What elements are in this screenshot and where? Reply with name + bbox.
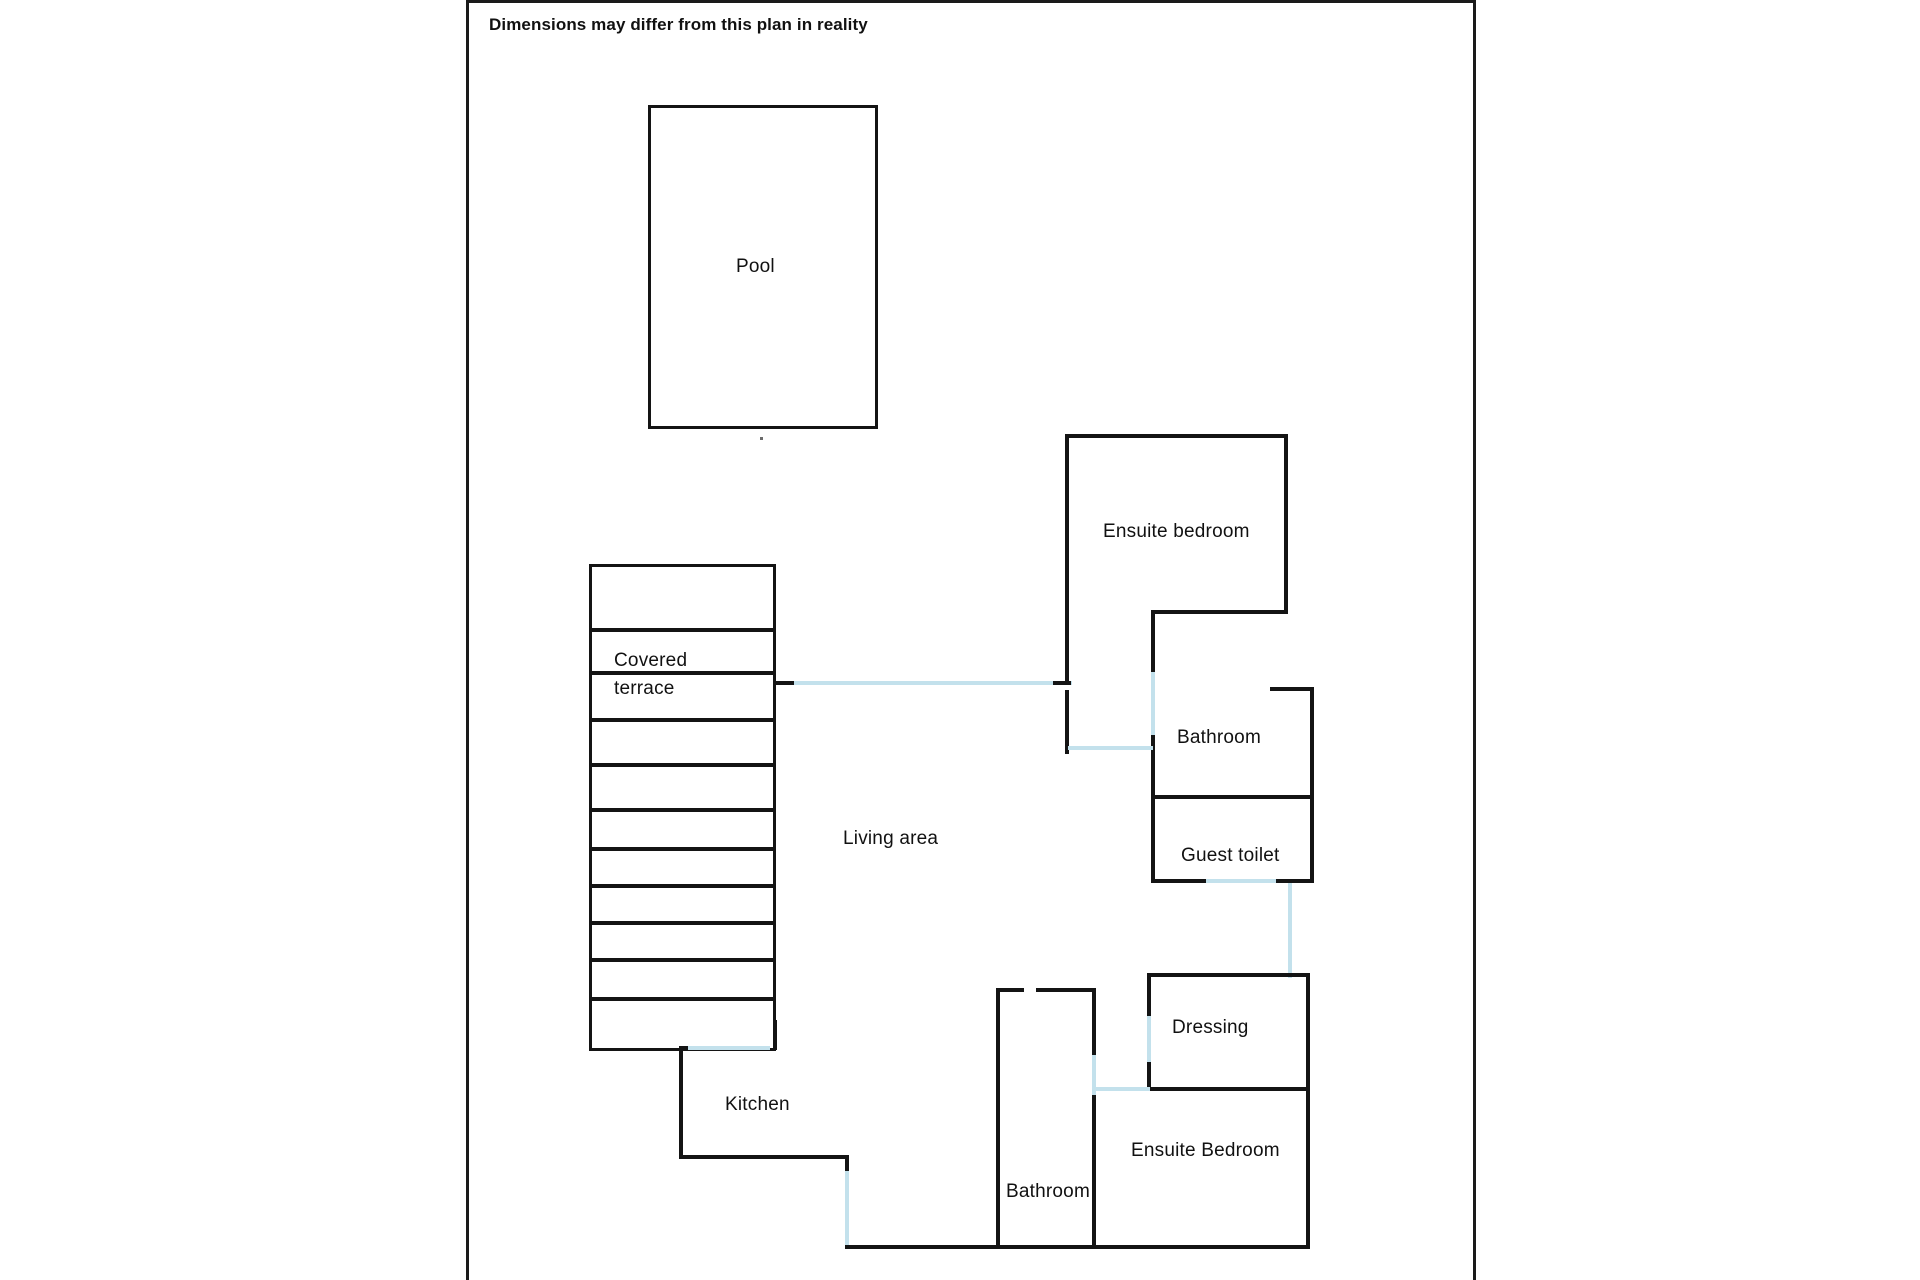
bathroom-bottom-wall-right-a <box>1092 988 1096 1058</box>
guest-toilet-label: Guest toilet <box>1181 845 1280 866</box>
terrace-divider-1 <box>589 628 776 632</box>
outer-wall-bottom-left <box>845 1245 1000 1249</box>
dressing-wall-left-b <box>1147 1060 1151 1090</box>
covered-terrace-room <box>589 564 776 1051</box>
ensuite-bedroom-top-wall-top <box>1065 434 1287 438</box>
guest-toilet-wall-bottom-right <box>1275 879 1314 883</box>
ensuite-bedroom-bottom-wall-right <box>1306 1087 1310 1248</box>
ensuite-bedroom-top-wall-left <box>1065 434 1069 682</box>
guest-toilet-wall-top <box>1151 795 1314 799</box>
terrace-door-jamb-left <box>776 681 794 685</box>
door-corridor-guest-to-dressing <box>1288 883 1292 978</box>
ensuite-bedroom-top-wall-right <box>1284 434 1288 614</box>
door-dressing-left <box>1147 1016 1151 1062</box>
ensuite-bedroom-bottom-wall-bottom <box>1092 1245 1310 1249</box>
dressing-wall-left-a <box>1147 973 1151 1019</box>
stray-mark-pool <box>760 437 763 440</box>
door-bathroom-bottom-corridor <box>1092 1087 1150 1091</box>
door-bathroom-top-side <box>1151 672 1155 735</box>
bathroom-top-label: Bathroom <box>1177 727 1261 748</box>
kitchen-wall-left <box>679 1046 683 1159</box>
guest-toilet-wall-left <box>1151 795 1155 883</box>
door-terrace-to-kitchen <box>688 1046 770 1050</box>
outer-wall-bottom-right <box>1060 1245 1100 1249</box>
door-living-to-bathroom-top <box>1068 746 1153 750</box>
door-kitchen-to-outside <box>845 1171 849 1245</box>
bathroom-top-wall-left-a <box>1151 610 1155 674</box>
dressing-wall-top <box>1147 973 1310 977</box>
ensuite-bedroom-top-wall-left-lower <box>1065 690 1069 754</box>
door-guest-toilet-bottom <box>1206 879 1276 883</box>
door-living-to-ensuite-top <box>790 681 1072 685</box>
terrace-divider-4 <box>589 763 776 767</box>
guest-toilet-wall-right <box>1310 795 1314 883</box>
bathroom-bottom-wall-bottom <box>996 1245 1096 1249</box>
dressing-label: Dressing <box>1172 1017 1249 1038</box>
terrace-divider-3 <box>589 718 776 722</box>
terrace-divider-2 <box>589 671 776 675</box>
covered-terrace-label-line1: Covered <box>614 650 688 671</box>
kitchen-wall-right-stub <box>773 1020 777 1050</box>
terrace-divider-7 <box>589 884 776 888</box>
kitchen-jog-wall-right <box>845 1155 849 1171</box>
terrace-divider-6 <box>589 847 776 851</box>
dressing-wall-bottom <box>1147 1087 1310 1091</box>
covered-terrace-label: Covered terrace <box>614 647 734 703</box>
pool-label: Pool <box>736 256 775 277</box>
bathroom-bottom-wall-top-right <box>1036 988 1096 992</box>
living-area-label: Living area <box>843 828 939 849</box>
terrace-divider-10 <box>589 997 776 1001</box>
door-bathroom-bottom-to-ensuite <box>1092 1055 1096 1095</box>
covered-terrace-label-line2: terrace <box>614 678 675 699</box>
terrace-divider-8 <box>589 921 776 925</box>
kitchen-wall-bottom <box>679 1155 849 1159</box>
bathroom-bottom-label: Bathroom <box>1006 1181 1090 1202</box>
bathroom-top-wall-left-b <box>1151 733 1155 797</box>
guest-toilet-wall-bottom-left <box>1151 879 1208 883</box>
bathroom-bottom-wall-left <box>996 988 1000 1248</box>
ensuite-bedroom-top-label: Ensuite bedroom <box>1103 521 1250 542</box>
bathroom-bottom-wall-right-b <box>1092 1093 1096 1248</box>
terrace-divider-5 <box>589 808 776 812</box>
bathroom-top-step-top <box>1270 687 1314 691</box>
terrace-divider-9 <box>589 958 776 962</box>
plan-disclaimer-note: Dimensions may differ from this plan in … <box>489 15 868 34</box>
kitchen-label: Kitchen <box>725 1094 790 1115</box>
pool-room <box>648 105 878 429</box>
ensuite-bedroom-bottom-label: Ensuite Bedroom <box>1131 1140 1280 1161</box>
dressing-wall-right <box>1306 973 1310 1090</box>
bathroom-top-wall-right <box>1310 687 1314 795</box>
bathroom-top-wall-top <box>1151 610 1287 614</box>
bathroom-bottom-wall-top-left <box>996 988 1024 992</box>
ensuite-door-jamb-right <box>1053 681 1071 685</box>
